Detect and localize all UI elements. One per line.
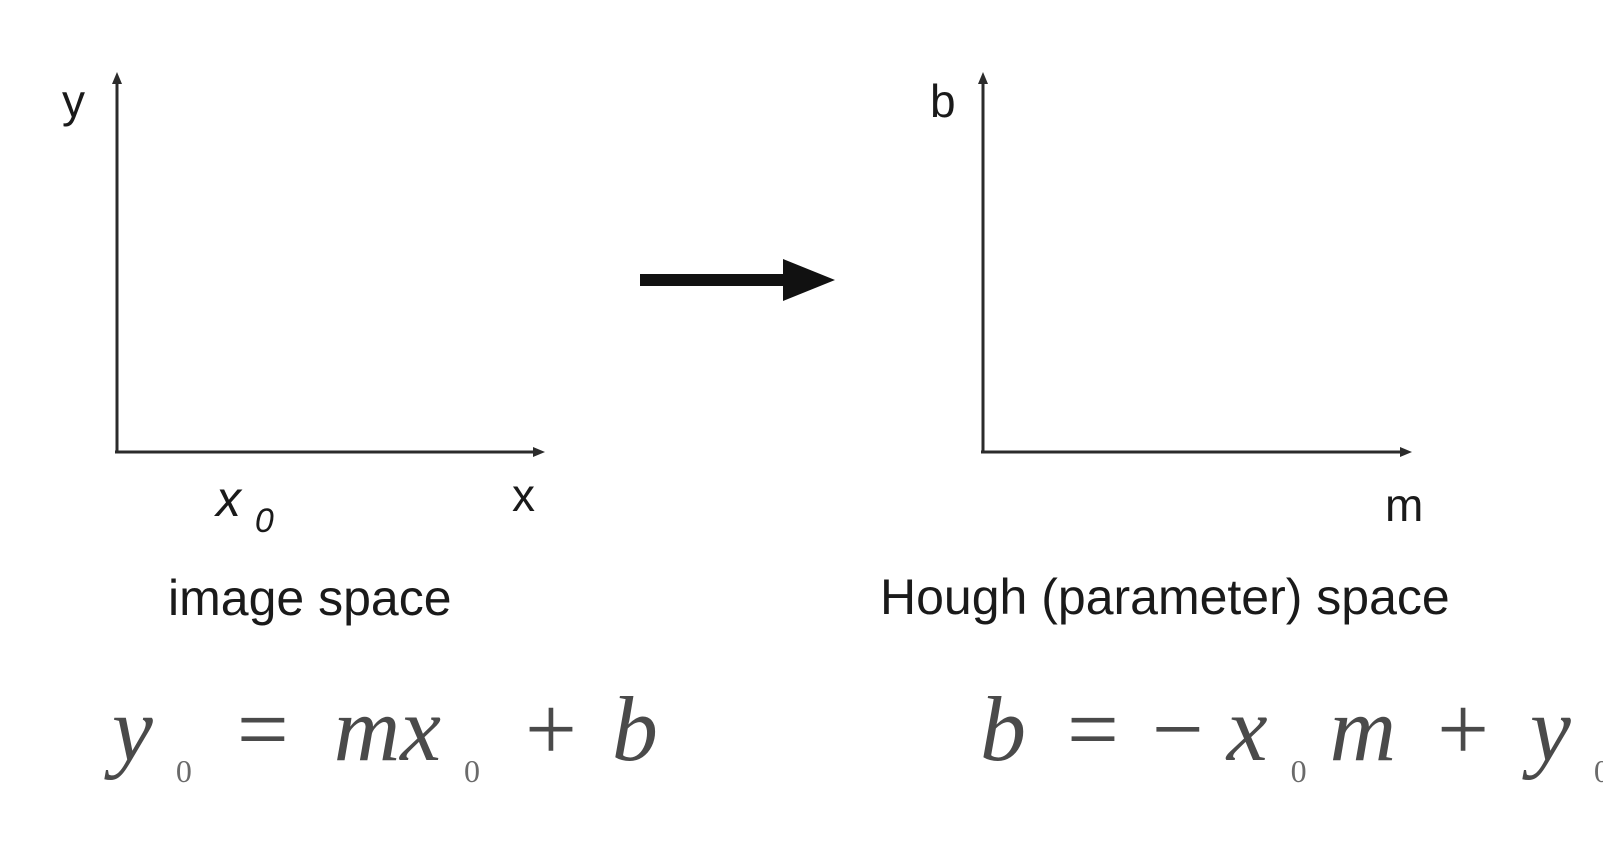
transform-arrow-head (783, 259, 835, 301)
hough-space-b-axis-arrowhead (978, 72, 988, 84)
hough-space-caption: Hough (parameter) space (880, 569, 1450, 625)
x0-label: x 0 (214, 471, 274, 540)
image-space-y-axis-arrowhead (112, 72, 122, 84)
transform-arrow (640, 259, 835, 301)
hough-space-equation: b = − x 0 m + y 0 (980, 678, 1603, 802)
hough-space-b-axis-label: b (930, 75, 956, 127)
image-space-equation: y 0 = mx 0 + b (104, 678, 658, 802)
hough-space-m-axis-arrowhead (1400, 447, 1412, 457)
hough-space-m-axis-label: m (1385, 479, 1423, 531)
image-space-panel: y x x 0 image space y 0 = mx 0 + b (62, 72, 658, 802)
image-space-y-axis-label: y (62, 75, 85, 127)
hough-space-panel: b m Hough (parameter) space b = − x 0 m … (880, 72, 1603, 802)
image-space-x-axis-arrowhead (533, 447, 545, 457)
image-space-caption: image space (168, 570, 452, 626)
image-space-x-axis-label: x (512, 469, 535, 521)
